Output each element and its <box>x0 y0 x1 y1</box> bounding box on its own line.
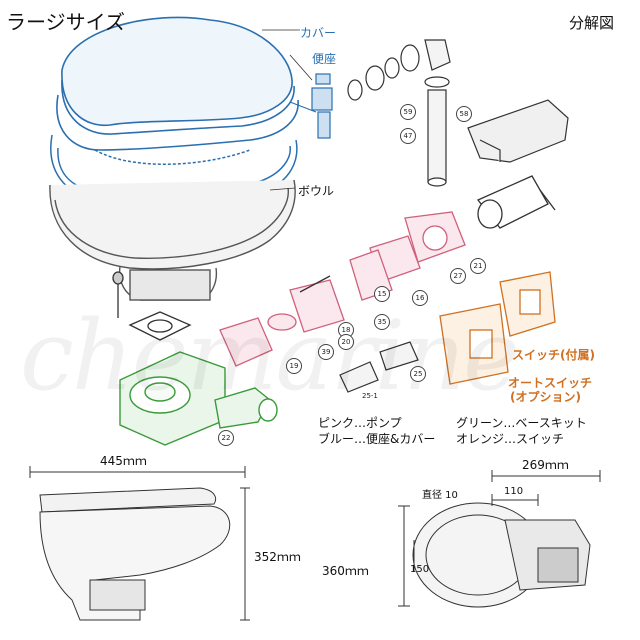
pipe-fittings <box>347 39 451 187</box>
dimension-diameter: 直径 10 <box>422 490 458 501</box>
legend-orange: オレンジ…スイッチ <box>456 432 565 446</box>
bowl-label: ボウル <box>298 184 335 198</box>
callout-number: 27 <box>450 268 466 284</box>
side-view <box>29 466 250 621</box>
pump-motor <box>476 175 556 229</box>
gasket <box>112 271 192 341</box>
callout-number: 15 <box>374 286 390 302</box>
hose-fittings <box>339 341 419 393</box>
dimension-depth: 360ｍｍ <box>322 564 369 578</box>
callout-number: 20 <box>338 334 354 350</box>
callout-number: 58 <box>456 106 472 122</box>
top-view <box>398 470 601 608</box>
base-kit <box>119 351 278 446</box>
motor-bracket <box>467 99 569 163</box>
switch-included-label: スイッチ(付属) <box>512 348 595 362</box>
watermark: chemarine <box>20 300 520 412</box>
leader-lines <box>262 29 313 191</box>
legend-blue: ブルー…便座&カバー <box>318 432 436 446</box>
callout-number: 47 <box>400 128 416 144</box>
auto-switch-option-label: (オプション) <box>510 390 581 404</box>
dimension-width: 445ｍｍ <box>100 454 147 468</box>
callout-number: 22 <box>218 430 234 446</box>
cover-label: カバー <box>300 26 337 40</box>
callout-number: 25-1 <box>362 392 378 400</box>
exploded-view-label: 分解図 <box>568 14 614 32</box>
dimension-height: 352ｍｍ <box>254 550 301 564</box>
hinge-part <box>289 73 333 139</box>
callout-number: 39 <box>318 344 334 360</box>
callout-number: 21 <box>470 258 486 274</box>
callout-number: 19 <box>286 358 302 374</box>
legend-pink: ピンク…ポンプ <box>318 416 402 430</box>
page-title: ラージサイズ <box>6 10 125 34</box>
callout-number: 25 <box>410 366 426 382</box>
seat-label: 便座 <box>312 52 337 66</box>
switch-parts <box>439 271 556 385</box>
callout-number: 35 <box>374 314 390 330</box>
callout-number: 59 <box>400 104 416 120</box>
auto-switch-label: オートスイッチ <box>508 376 593 390</box>
legend-green: グリーン…ベースキット <box>456 416 587 430</box>
dimension-top-right: 269ｍｍ <box>522 458 569 472</box>
dimension-hole-spacing: 150 <box>410 564 430 575</box>
dimension-offset: 110 <box>504 486 524 497</box>
cover-part <box>56 16 299 151</box>
callout-number: 16 <box>412 290 428 306</box>
bowl-part <box>49 179 296 301</box>
